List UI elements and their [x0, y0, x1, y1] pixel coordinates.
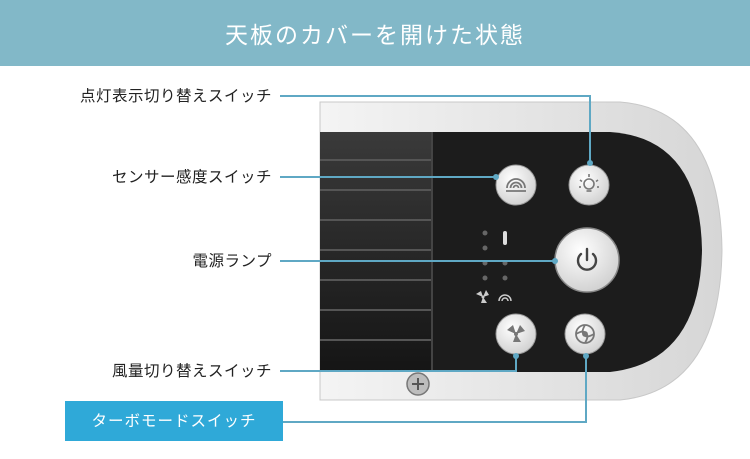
label-turbo-switch: ターボモードスイッチ: [65, 401, 283, 441]
fan-button: [495, 313, 537, 355]
sensor-wave-icon: [506, 178, 526, 192]
vent-area: [320, 132, 432, 372]
leader-lines: [280, 95, 591, 423]
screw: [406, 372, 430, 396]
light-button: [568, 164, 610, 206]
vent-slats: [320, 159, 432, 341]
label-turbo-text: ターボモードスイッチ: [91, 412, 257, 430]
power-icon: [576, 247, 598, 271]
page-title: 天板のカバーを開けた状態: [225, 23, 525, 49]
turbo-button: [564, 313, 606, 355]
page-header: 天板のカバーを開けた状態: [0, 0, 750, 66]
turbo-swirl-icon: [575, 324, 595, 344]
leader-dots: [493, 160, 593, 359]
label-power-lamp: 電源ランプ: [192, 252, 272, 270]
fan-icon: [507, 325, 525, 342]
label-fan-switch: 風量切り替えスイッチ: [111, 362, 272, 380]
label-sensor-switch: センサー感度スイッチ: [111, 168, 272, 186]
bulb-icon: [579, 174, 599, 192]
power-button: [554, 227, 620, 293]
label-light-switch: 点灯表示切り替えスイッチ: [79, 87, 272, 105]
sensor-button: [495, 164, 537, 206]
sensor-wave-icon: [498, 294, 512, 302]
fan-icon: [476, 290, 489, 303]
